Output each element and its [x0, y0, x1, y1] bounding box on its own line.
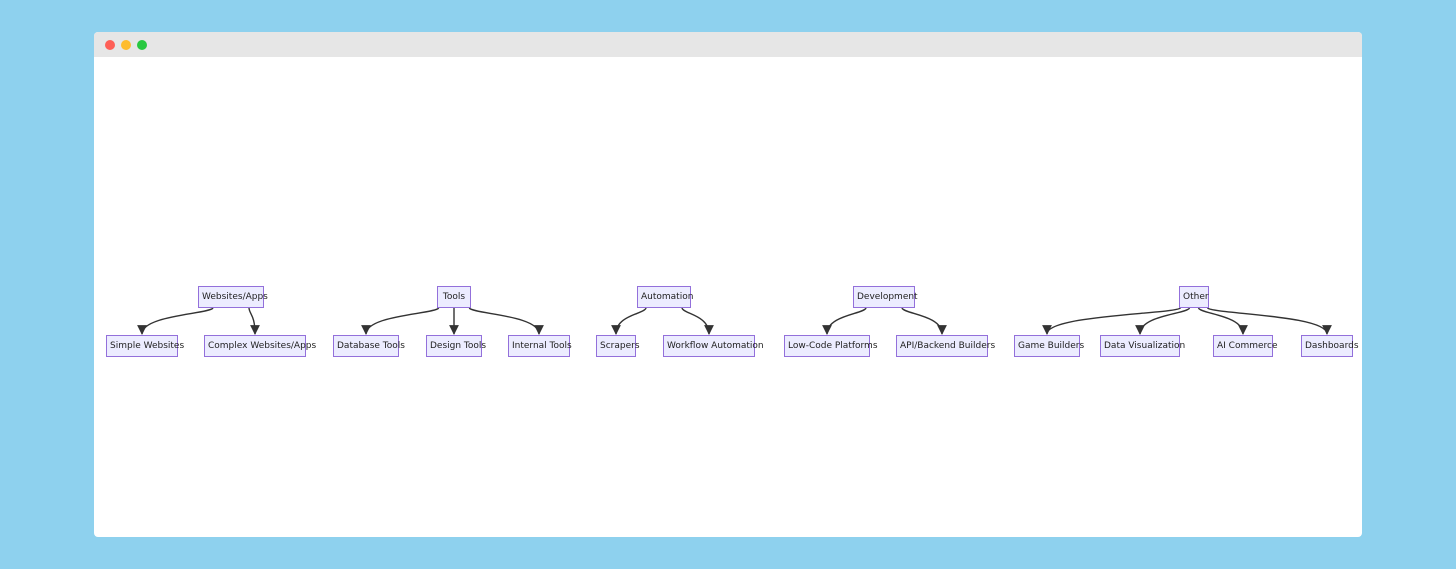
- node-automation: Automation: [637, 286, 693, 308]
- edge-development-to-low-code-platforms: [822, 307, 867, 335]
- node-development: Development: [853, 286, 918, 308]
- window-titlebar: [94, 32, 1362, 57]
- close-dot-icon[interactable]: [105, 40, 115, 50]
- edge-development-to-api-backend-builders: [901, 307, 947, 335]
- diagram-edges: [137, 307, 1332, 335]
- node-dashboards: Dashboards: [1301, 335, 1359, 357]
- node-other: Other: [1179, 286, 1209, 308]
- minimize-dot-icon[interactable]: [121, 40, 131, 50]
- node-data-visualization: Data Visualization: [1100, 335, 1185, 357]
- edge-other-to-game-builders: [1042, 307, 1181, 335]
- edge-automation-to-workflow-automation: [681, 307, 714, 335]
- edge-websites-apps-to-simple-websites: [137, 307, 214, 335]
- edge-websites-apps-to-complex-websites-apps: [248, 307, 260, 335]
- edge-other-to-dashboards: [1207, 307, 1332, 335]
- node-ai-commerce: AI Commerce: [1213, 335, 1278, 357]
- edge-other-to-ai-commerce: [1197, 307, 1248, 335]
- node-low-code-platforms: Low-Code Platforms: [784, 335, 878, 357]
- node-database-tools: Database Tools: [333, 335, 405, 357]
- node-tools: Tools: [437, 286, 471, 308]
- node-internal-tools: Internal Tools: [508, 335, 572, 357]
- node-workflow-automation: Workflow Automation: [663, 335, 764, 357]
- node-design-tools: Design Tools: [426, 335, 486, 357]
- node-simple-websites: Simple Websites: [106, 335, 184, 357]
- maximize-dot-icon[interactable]: [137, 40, 147, 50]
- edge-tools-to-database-tools: [361, 307, 440, 335]
- edge-other-to-data-visualization: [1135, 307, 1191, 335]
- node-game-builders: Game Builders: [1014, 335, 1084, 357]
- node-scrapers: Scrapers: [596, 335, 640, 357]
- edge-tools-to-internal-tools: [468, 307, 544, 335]
- edge-automation-to-scrapers: [611, 307, 647, 335]
- node-complex-websites-apps: Complex Websites/Apps: [204, 335, 316, 357]
- node-api-backend-builders: API/Backend Builders: [896, 335, 995, 357]
- node-websites-apps: Websites/Apps: [198, 286, 268, 308]
